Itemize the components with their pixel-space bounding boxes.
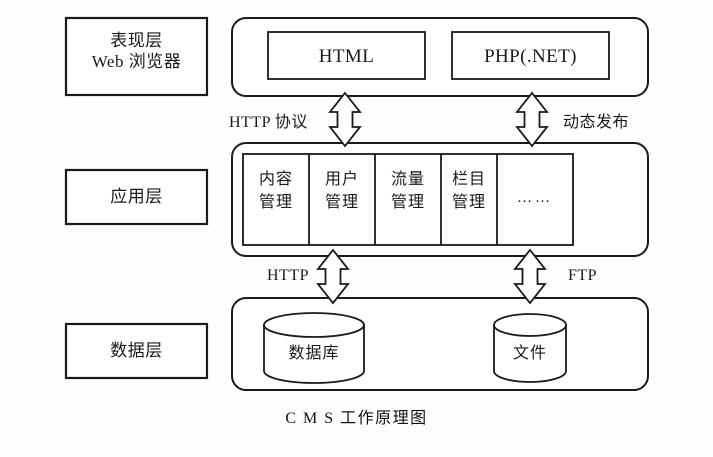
diagram-caption: C M S 工作原理图 <box>285 410 428 427</box>
node-column-management-line1: 栏目 <box>451 171 486 188</box>
node-user-management-label: 用户 管理 <box>309 168 375 214</box>
layer-name-data: 数据层 <box>66 341 207 362</box>
node-content-management-line1: 内容 <box>258 171 293 188</box>
node-user-management-line2: 管理 <box>324 194 359 212</box>
node-html-label: HTML <box>318 46 375 67</box>
layer-name-presentation-line2: Web 浏览器 <box>91 51 182 71</box>
module-strip <box>242 153 574 246</box>
layer-name-application-line1: 应用层 <box>110 187 163 206</box>
node-user-management-line1: 用户 <box>324 171 359 188</box>
node-traffic-management-label: 流量 管理 <box>375 168 441 214</box>
node-content-management-line2: 管理 <box>258 194 293 212</box>
node-file-cylinder <box>493 313 567 383</box>
node-traffic-management-line1: 流量 <box>390 171 425 188</box>
connector-http-label: HTTP <box>267 267 309 284</box>
connector-dynamic-publish-arrow <box>515 91 549 148</box>
node-column-management-line2: 管理 <box>451 194 486 212</box>
layer-name-box-presentation <box>64 16 209 97</box>
layer-name-box-data <box>64 322 209 380</box>
connector-ftp-arrow <box>513 248 547 305</box>
connector-http-protocol-label: HTTP 协议 <box>229 114 308 131</box>
layer-name-application: 应用层 <box>66 187 207 208</box>
node-more-label: …… <box>517 190 553 206</box>
layer-name-presentation: 表现层 Web 浏览器 <box>66 31 207 72</box>
connector-http-arrow <box>316 248 350 305</box>
node-column-management-label: 栏目 管理 <box>441 168 497 214</box>
connector-dynamic-publish-label: 动态发布 <box>563 114 630 131</box>
layer-name-box-application <box>64 168 209 226</box>
node-database-cylinder <box>263 312 365 384</box>
layer-name-presentation-line1: 表现层 <box>110 31 163 50</box>
node-file-label: 文件 <box>512 345 547 362</box>
connector-http-protocol-arrow <box>328 91 362 148</box>
node-content-management-label: 内容 管理 <box>243 168 309 214</box>
node-database-label: 数据库 <box>288 345 340 362</box>
connector-ftp-label: FTP <box>568 267 598 284</box>
node-php-box <box>451 31 610 80</box>
node-html-box <box>267 31 426 80</box>
node-traffic-management-line2: 管理 <box>390 194 425 212</box>
layer-name-data-line1: 数据层 <box>110 341 163 360</box>
node-php-label: PHP(.NET) <box>484 46 577 67</box>
